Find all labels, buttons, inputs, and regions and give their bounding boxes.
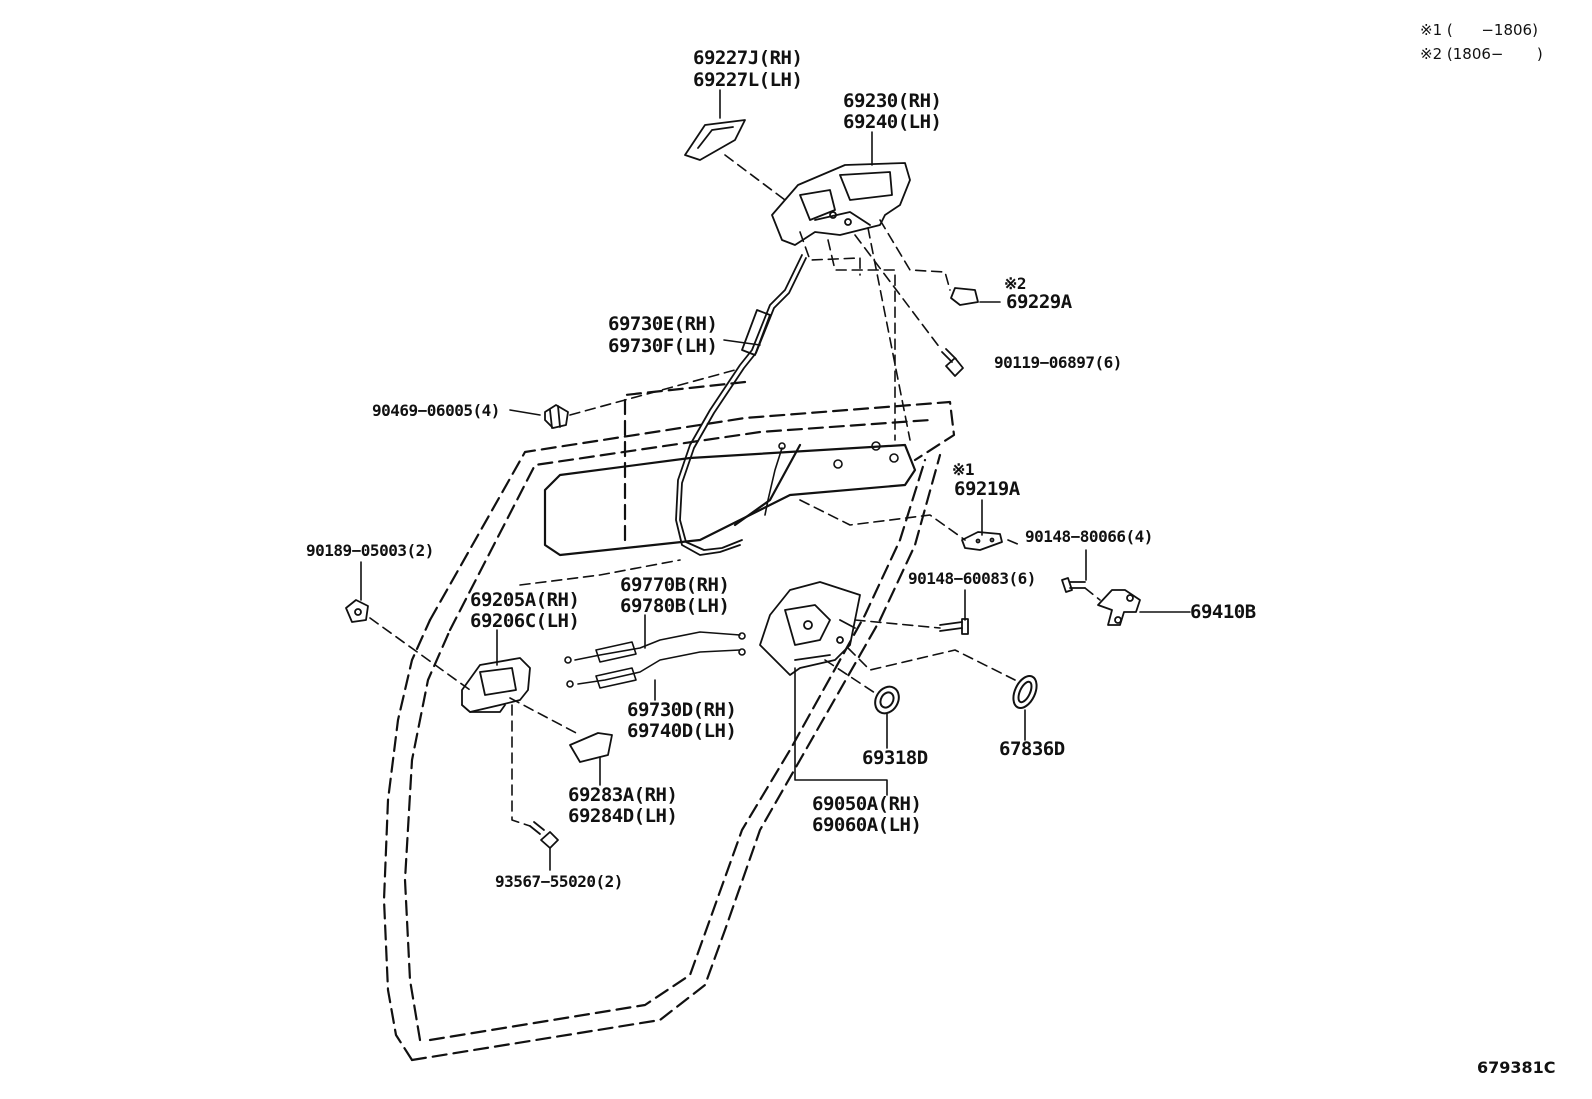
label-69227L: 69227L(LH) <box>693 69 803 91</box>
label-67836D: 67836D <box>999 738 1065 760</box>
label-69284D: 69284D(LH) <box>568 805 678 827</box>
label-69219A: 69219A <box>954 478 1020 500</box>
seal-67836D <box>1012 675 1038 709</box>
dashed-connectors <box>369 154 1101 827</box>
label-93567: 93567−55020(2) <box>495 872 623 891</box>
door-frame <box>382 380 956 1062</box>
door-lock-assembly <box>759 581 861 676</box>
bolt-90119 <box>941 348 964 377</box>
note-1: ※1 ( −1806) <box>1420 21 1538 39</box>
note-2: ※2 (1806− ) <box>1420 45 1543 63</box>
label-90148-80066: 90148−80066(4) <box>1025 527 1153 546</box>
label-69050A: 69050A(RH) <box>812 793 922 815</box>
label-69770B: 69770B(RH) <box>620 574 730 596</box>
grommet-69318D <box>874 685 900 715</box>
label-69230: 69230(RH) <box>843 90 942 112</box>
label-69318D: 69318D <box>862 747 928 769</box>
label-69240: 69240(LH) <box>843 111 942 133</box>
label-90148-60083: 90148−60083(6) <box>908 569 1036 588</box>
panel-holes <box>833 441 899 469</box>
part-69229A <box>950 287 979 306</box>
bolt-90148-60083 <box>939 618 969 635</box>
label-69730F: 69730F(LH) <box>608 335 718 357</box>
part-69219A <box>961 531 1003 551</box>
label-69740D: 69740D(LH) <box>627 720 737 742</box>
door-inner-panel <box>543 443 917 557</box>
cover-part <box>684 119 746 161</box>
label-69229A: 69229A <box>1006 291 1072 313</box>
leader-lines <box>360 89 1191 871</box>
label-69283A: 69283A(RH) <box>568 784 678 806</box>
label-69219A-mark: ※1 <box>952 460 975 479</box>
upper-cable <box>675 254 807 556</box>
striker-69410B <box>1097 589 1141 626</box>
handle-cables <box>564 631 746 689</box>
label-90469: 90469−06005(4) <box>372 401 500 420</box>
label-69205A: 69205A(RH) <box>470 589 580 611</box>
inner-rod <box>764 447 783 516</box>
label-69206C: 69206C(LH) <box>470 610 580 632</box>
label-69227J: 69227J(RH) <box>693 47 803 69</box>
bolt-90148-80066 <box>1061 577 1086 593</box>
label-69410B: 69410B <box>1190 601 1256 623</box>
label-69730D: 69730D(RH) <box>627 699 737 721</box>
inner-handle <box>461 657 531 713</box>
handle-cover <box>569 732 613 763</box>
label-90189: 90189−05003(2) <box>306 541 434 560</box>
clip-90469 <box>544 404 569 429</box>
label-90119: 90119−06897(6) <box>994 353 1122 372</box>
label-69730E: 69730E(RH) <box>608 313 718 335</box>
label-69780B: 69780B(LH) <box>620 595 730 617</box>
label-69229A-mark: ※2 <box>1004 274 1027 293</box>
bolt-90189 <box>345 599 369 623</box>
label-69060A: 69060A(LH) <box>812 814 922 836</box>
diagram-code: 679381C <box>1477 1058 1556 1077</box>
upper-latch-assembly <box>771 162 911 246</box>
screw-93567 <box>529 821 559 849</box>
